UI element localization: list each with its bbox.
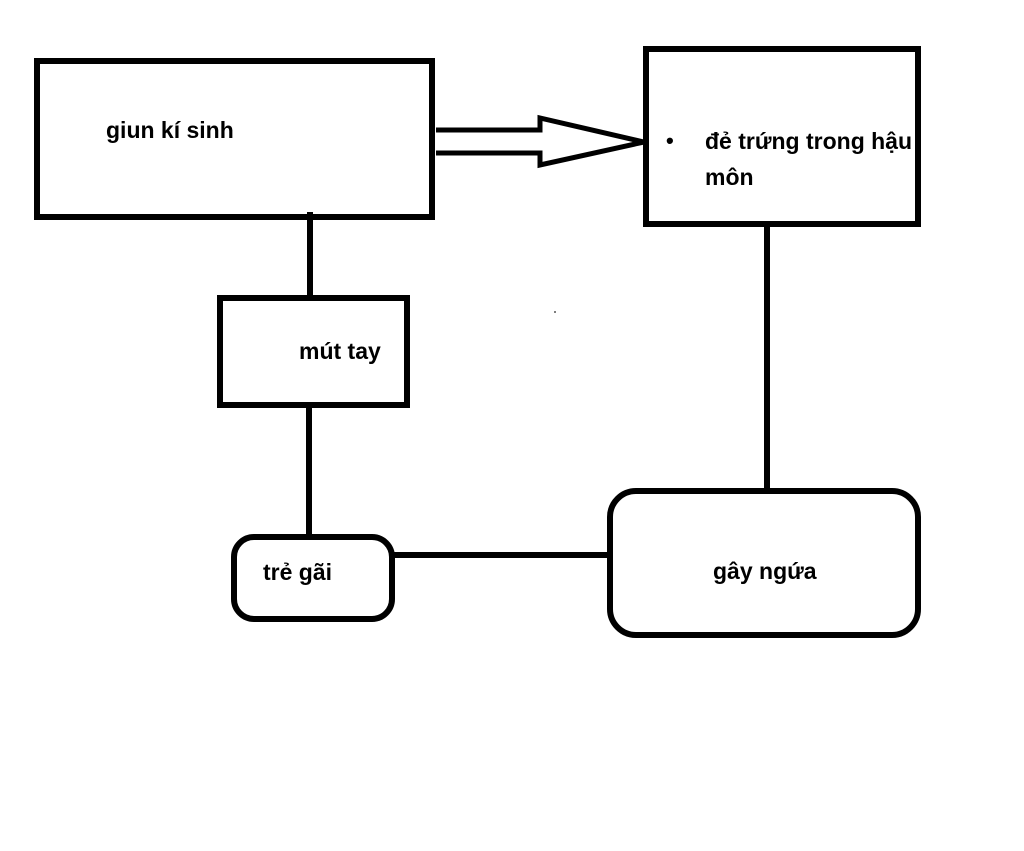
node-suck-hand-box [217,295,410,408]
suck-hand-label: mút tay [299,338,381,364]
bullet-icon: • [666,128,674,153]
parasite-label: giun kí sinh [106,117,234,143]
lay-eggs-label-line1: đẻ trứng trong hậu [705,128,913,154]
lay-eggs-label-line2: môn [705,164,754,190]
stray-dot [554,311,556,313]
node-lay-eggs-box [643,46,921,227]
itch-label: gây ngứa [713,558,817,584]
scratch-label: trẻ gãi [263,559,333,585]
node-parasite-box [34,58,435,220]
arrow-parasite-to-lay-eggs [436,114,645,169]
node-scratch-box [231,534,395,622]
